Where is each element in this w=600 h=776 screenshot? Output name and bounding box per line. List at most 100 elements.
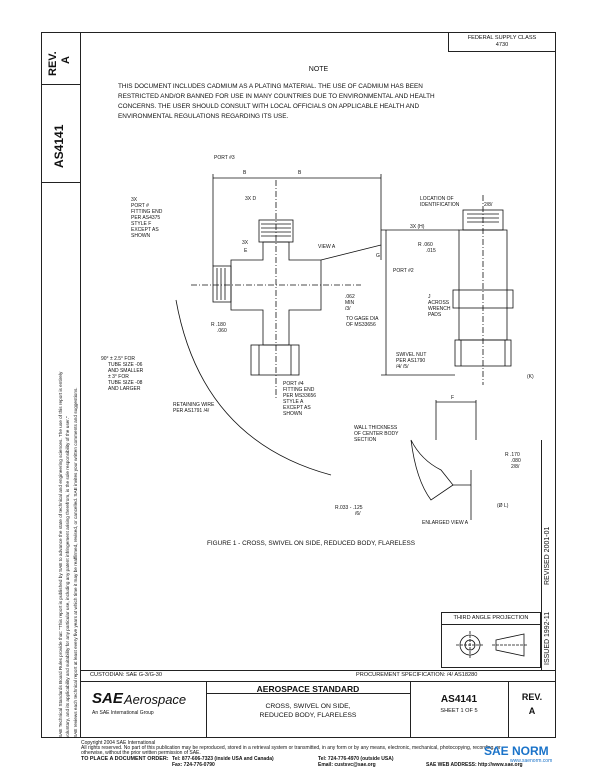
tb-vdiv3 xyxy=(508,681,509,738)
footer-rights-2: otherwise, without the prior written per… xyxy=(81,750,201,756)
lbl-f: F xyxy=(451,395,455,401)
left-strip-sep2 xyxy=(41,182,81,183)
lbl-k: (K) xyxy=(527,374,534,380)
left-port-fitting xyxy=(212,265,232,303)
aerospace-standard: AEROSPACE STANDARD xyxy=(256,684,360,694)
lbl-gage-1: TO GAGE DIA xyxy=(346,316,379,322)
issued-date: ISSUED 1992-11 xyxy=(544,611,551,665)
left-rev-value: A xyxy=(60,56,72,64)
right-margin-divider xyxy=(541,440,542,670)
lbl-swivel-3: /4/ /5/ xyxy=(396,364,409,370)
lbl-swivel-1: SWIVEL NUT xyxy=(396,352,427,358)
lbl-location-2: IDENTIFICATION xyxy=(420,202,460,208)
tb-rev-label: REV. xyxy=(521,692,543,702)
sae-logo: SAE xyxy=(92,690,123,707)
title-line-2: REDUCED BODY, FLARELESS xyxy=(259,712,357,719)
left-rev-label: REV. xyxy=(47,51,59,76)
lbl-wall-3: SECTION xyxy=(354,437,377,443)
lbl-angle-4: ± 3° FOR xyxy=(108,374,129,380)
lbl-enlarged: ENLARGED VIEW A xyxy=(422,520,469,526)
lbl-e: E xyxy=(244,248,248,254)
lbl-port4-1: PORT #4 xyxy=(283,381,304,387)
lbl-r180-1: R .180 xyxy=(211,322,226,328)
left-strip-divider xyxy=(80,32,81,738)
sae-subtitle: An SAE International Group xyxy=(92,710,154,716)
lbl-r180-2: .060 xyxy=(217,328,227,334)
lbl-b2: B xyxy=(298,170,302,176)
lbl-r170-1: R .170 xyxy=(505,452,520,458)
lbl-port4-2: FITTING END xyxy=(283,387,315,393)
lbl-across-4: PADS xyxy=(428,312,442,318)
lbl-wall-2: OF CENTER BODY xyxy=(354,431,399,437)
lbl-angle-3: AND SMALLER xyxy=(108,368,144,374)
tb-top xyxy=(81,670,556,671)
enlarged-view-shape xyxy=(410,439,454,501)
tb-std-sep xyxy=(206,693,410,694)
left-disclaimer-2: voluntary, and its applicability and sui… xyxy=(65,416,70,738)
lbl-fitting-end-1: 3X xyxy=(131,197,138,203)
lbl-3x-h: 3X (H) xyxy=(410,224,425,230)
tb-rev-value: A xyxy=(528,706,536,716)
lbl-port4-5: EXCEPT AS xyxy=(283,405,311,411)
fsc-code: 4730 xyxy=(495,42,509,48)
lbl-3x-e: 3X xyxy=(242,240,249,246)
note-line-1: THIS DOCUMENT INCLUDES CADMIUM AS A PLAT… xyxy=(118,83,423,90)
lbl-view-a: VIEW A xyxy=(318,244,336,250)
lbl-wall-1: WALL THICKNESS xyxy=(354,425,398,431)
note-line-3: CONCERNS. THE USER SHOULD CONSULT WITH L… xyxy=(118,103,420,110)
lbl-r033-2: /6/ xyxy=(355,511,361,517)
footer-email: Email: custsvc@sae.org xyxy=(318,762,376,768)
lbl-swivel-2: PER AS1790 xyxy=(396,358,426,364)
watermark-logo: SAE NORM xyxy=(484,744,549,758)
left-disclaimer-1: SAE Technical Standards Board Rules prov… xyxy=(58,371,63,738)
lbl-across-2: ACROSS xyxy=(428,300,450,306)
tb-row2 xyxy=(81,681,556,682)
lbl-fitting-end-7: SHOWN xyxy=(131,233,151,239)
fsc-box xyxy=(448,32,556,52)
dimension-arc xyxy=(175,299,332,476)
lbl-angle-2: TUBE SIZE -06 xyxy=(108,362,143,368)
projection-sep xyxy=(441,624,541,625)
technical-drawing xyxy=(175,174,514,520)
footer-fax: Fax: 724-776-0790 xyxy=(172,762,215,768)
tb-sheet: SHEET 1 OF 5 xyxy=(440,708,478,714)
left-disclaimer-3: SAE reviews each technical report at lea… xyxy=(73,387,78,738)
lbl-r060-2: .015 xyxy=(426,248,436,254)
bottom-swivel-nut xyxy=(250,344,300,376)
lbl-gage-2: OF MS33656 xyxy=(346,322,376,328)
figure-caption: FIGURE 1 - CROSS, SWIVEL ON SIDE, REDUCE… xyxy=(206,540,416,547)
lbl-min-3: /3/ xyxy=(345,306,351,312)
procurement: PROCUREMENT SPECIFICATION: /4/ AS18280 xyxy=(356,672,478,678)
tb-doc-number: AS4141 xyxy=(440,694,478,705)
left-doc-number: AS4141 xyxy=(52,124,66,168)
footer-order-label: TO PLACE A DOCUMENT ORDER: xyxy=(81,756,169,762)
lbl-port3: PORT #3 xyxy=(214,155,235,161)
fsc-label: FEDERAL SUPPLY CLASS xyxy=(467,35,537,41)
lbl-across-1: J xyxy=(428,294,431,300)
footer-tel-1: Tel: 877-606-7323 (inside USA and Canada… xyxy=(172,756,274,762)
lbl-d: 3X D xyxy=(245,196,257,202)
lbl-angle-1: 90° ± 2.5° FOR xyxy=(101,356,135,362)
projection-box xyxy=(441,612,541,668)
lbl-port4-6: SHOWN xyxy=(283,411,303,417)
lbl-min-2: MIN xyxy=(345,300,355,306)
projection-symbol-icon xyxy=(456,631,528,659)
lbl-angle-5: TUBE SIZE -08 xyxy=(108,380,143,386)
lbl-retaining-2: PER AS1791 /4/ xyxy=(173,408,210,414)
tb-vdiv2 xyxy=(410,681,411,738)
lbl-retaining-1: RETAINING WIRE xyxy=(173,402,215,408)
lbl-min-1: .062 xyxy=(345,294,355,300)
lbl-location-1: LOCATION OF xyxy=(420,196,454,202)
title-line-1: CROSS, SWIVEL ON SIDE, xyxy=(265,703,351,710)
lbl-fitting-end-2: PORT # xyxy=(131,203,149,209)
note-line-2: RESTRICTED AND/OR BANNED FOR USE IN MANY… xyxy=(118,93,435,100)
lbl-r033-1: R.033 - .125 xyxy=(335,505,363,511)
lbl-port4-3: PER MS33656 xyxy=(283,393,317,399)
tb-vdiv1 xyxy=(206,681,207,738)
footer-tel-2: Tel: 724-776-4970 (outside USA) xyxy=(318,756,394,762)
footer-web: SAE WEB ADDRESS: http://www.sae.org xyxy=(426,762,523,768)
lbl-angle-6: AND LARGER xyxy=(108,386,141,392)
lbl-r060-1: R .060 xyxy=(418,242,433,248)
lbl-location-3: 2/8/ xyxy=(484,202,493,208)
custodian: CUSTODIAN: SAE G-3/G-30 xyxy=(90,672,163,678)
